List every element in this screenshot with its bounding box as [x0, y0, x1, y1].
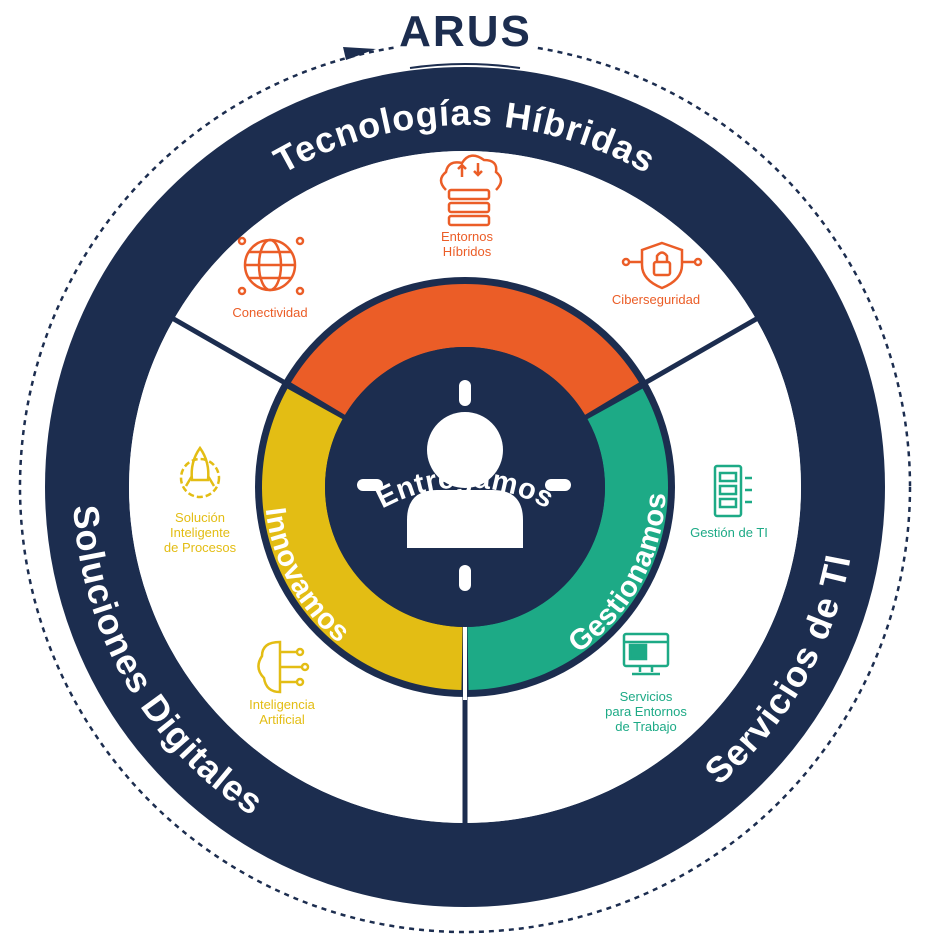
user-icon [357, 380, 571, 591]
globe-network-icon [237, 236, 305, 296]
server-rack-icon [713, 464, 752, 518]
label-ciberseguridad: Ciberseguridad [611, 292, 701, 307]
desktop-computer-icon [622, 632, 670, 676]
arus-logo: ARUS [398, 7, 533, 56]
shield-lock-icon [621, 241, 703, 290]
arc-under-logo [409, 63, 521, 69]
segment-entregamos [290, 284, 640, 415]
brain-circuit-icon [257, 640, 310, 694]
outer-ring [45, 67, 885, 907]
label-gestion-ti: Gestión de TI [690, 525, 768, 540]
dotted-orbit [18, 40, 912, 934]
rocket-gear-icon [179, 445, 221, 499]
segment-gestionamos [467, 388, 668, 690]
cloud-server-icon [439, 154, 503, 227]
label-conectividad: Conectividad [232, 305, 308, 320]
segment-innovamos [262, 388, 463, 690]
dividers [170, 315, 760, 823]
arrow-head-icon [343, 47, 376, 60]
